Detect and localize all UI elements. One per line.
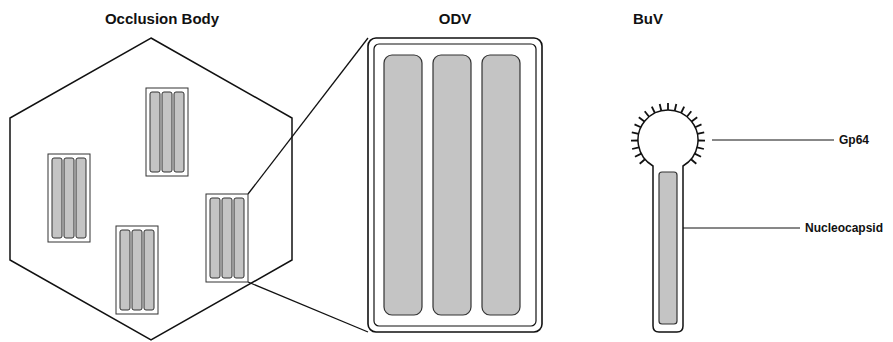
- odv-envelope: [206, 194, 248, 282]
- nucleocapsid-rod: [144, 230, 154, 310]
- spike: [632, 132, 639, 134]
- spike: [695, 124, 701, 127]
- nucleocapsid-rod: [659, 172, 677, 324]
- small-odv: [116, 226, 158, 314]
- nucleocapsid-rod: [384, 55, 422, 315]
- nucleocapsid-rod: [120, 230, 130, 310]
- occlusion-body-shape: [8, 5, 296, 342]
- spike: [631, 140, 638, 142]
- odv-envelope: [48, 154, 90, 242]
- nucleocapsid-rod: [76, 158, 86, 238]
- small-odv: [146, 88, 188, 176]
- node-heading: ODV: [439, 10, 472, 27]
- nucleocapsid-rod: [150, 92, 160, 172]
- spike: [675, 104, 677, 111]
- node-heading: BuV: [633, 10, 663, 27]
- spike: [691, 159, 696, 164]
- spike: [645, 111, 649, 117]
- nucleocapsid-rod: [482, 55, 520, 315]
- nucleocapsid-rod: [174, 92, 184, 172]
- nucleocapsid-rod: [162, 92, 172, 172]
- nucleocapsid-rod: [433, 55, 471, 315]
- odv-particle: ODV: [362, 5, 548, 337]
- spike: [698, 140, 705, 142]
- part-label: Gp64: [838, 133, 870, 147]
- odv-envelope: [368, 38, 542, 332]
- spike: [635, 154, 641, 157]
- small-odv: [206, 194, 248, 282]
- spike: [697, 147, 704, 149]
- odv-inner-membrane: [374, 44, 536, 326]
- zoom-line: [248, 282, 368, 332]
- spike: [667, 103, 669, 110]
- nucleocapsid-rod: [210, 198, 220, 278]
- leader-line: [672, 228, 800, 229]
- spike: [687, 111, 691, 117]
- nucleocapsid-rod: [52, 158, 62, 238]
- zoom-line: [248, 38, 368, 194]
- spike: [660, 104, 662, 111]
- hexagon-outline: [10, 38, 292, 340]
- spike: [640, 159, 645, 164]
- nucleocapsid-rod: [234, 198, 244, 278]
- leader-line: [712, 140, 834, 141]
- node-heading: Occlusion Body: [105, 10, 219, 27]
- buv-shape: [625, 5, 715, 337]
- spike: [697, 132, 704, 134]
- spike: [681, 107, 684, 113]
- spike: [635, 124, 641, 127]
- spike: [695, 154, 701, 157]
- spike: [652, 107, 655, 113]
- spike: [632, 147, 639, 149]
- small-odv: [48, 154, 90, 242]
- odv-envelope: [146, 88, 188, 176]
- part-label: Nucleocapsid: [804, 221, 884, 235]
- nucleocapsid-rod: [132, 230, 142, 310]
- spike: [639, 117, 645, 121]
- odv-envelope: [116, 226, 158, 314]
- occlusion-body: Occlusion Body: [8, 5, 296, 342]
- buv-envelope: [638, 110, 698, 332]
- nucleocapsid-rod: [64, 158, 74, 238]
- nucleocapsid-rod: [222, 198, 232, 278]
- odv-shape: [362, 5, 548, 337]
- spike: [692, 117, 698, 121]
- budded-virus: BuV: [625, 5, 715, 337]
